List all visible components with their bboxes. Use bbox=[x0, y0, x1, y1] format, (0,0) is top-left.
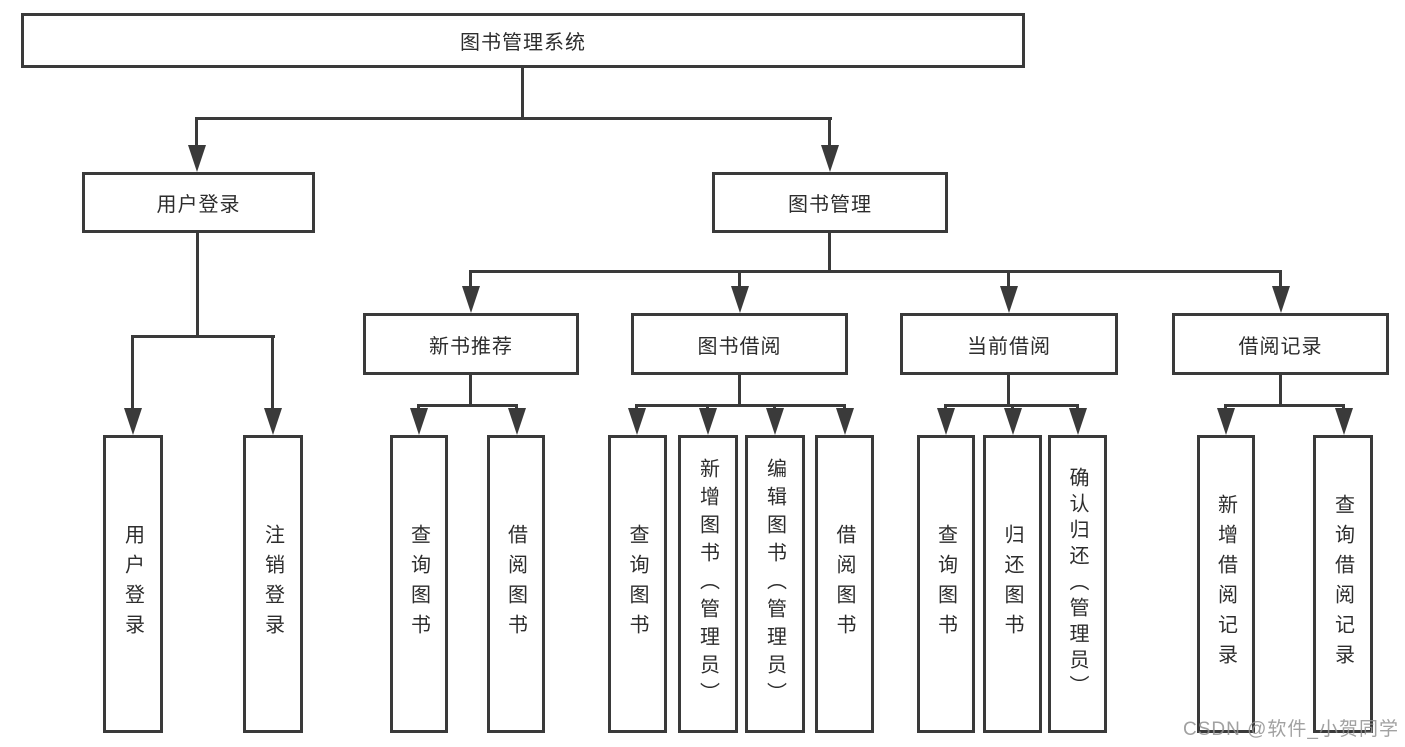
arrow-down-icon bbox=[1069, 408, 1087, 435]
connector-br-branch bbox=[1224, 404, 1345, 407]
arrow-down-icon bbox=[836, 408, 854, 435]
leaf-br-add-record: 新增借阅记录 bbox=[1197, 435, 1255, 733]
connector-stem-current-borrow bbox=[1007, 270, 1010, 288]
arrow-down-icon bbox=[766, 408, 784, 435]
arrow-down-icon bbox=[410, 408, 428, 435]
connector-stem-new-book-rec bbox=[469, 270, 472, 288]
connector-book-mgmt-branch bbox=[469, 270, 1282, 273]
arrow-down-icon bbox=[1000, 286, 1018, 313]
arrow-down-icon bbox=[937, 408, 955, 435]
connector-book-mgmt-stub bbox=[828, 233, 831, 273]
arrow-down-icon bbox=[731, 286, 749, 313]
connector-stem-book-borrow bbox=[738, 270, 741, 288]
connector-root-branch bbox=[195, 117, 832, 120]
connector-user-login-branch bbox=[131, 335, 275, 338]
node-current-borrowing: 当前借阅 bbox=[900, 313, 1118, 375]
connector-root-stub bbox=[521, 68, 524, 119]
arrow-down-icon bbox=[1004, 408, 1022, 435]
connector-stem-book-mgmt bbox=[828, 117, 831, 147]
arrow-down-icon bbox=[508, 408, 526, 435]
node-book-borrowing: 图书借阅 bbox=[631, 313, 848, 375]
node-book-management: 图书管理 bbox=[712, 172, 948, 233]
leaf-nr-borrow-books: 借阅图书 bbox=[487, 435, 545, 733]
connector-br-stub bbox=[1279, 375, 1282, 407]
node-user-login: 用户登录 bbox=[82, 172, 315, 233]
arrow-down-icon bbox=[124, 408, 142, 435]
connector-nr-branch bbox=[417, 404, 518, 407]
connector-stem-borrow-records bbox=[1279, 270, 1282, 288]
leaf-user-login: 用户登录 bbox=[103, 435, 163, 733]
arrow-down-icon bbox=[188, 145, 206, 172]
leaf-bb-query-books: 查询图书 bbox=[608, 435, 667, 733]
node-borrowing-records: 借阅记录 bbox=[1172, 313, 1389, 375]
connector-nr-stub bbox=[469, 375, 472, 407]
node-root: 图书管理系统 bbox=[21, 13, 1025, 68]
connector-stem-user-login bbox=[195, 117, 198, 147]
arrow-down-icon bbox=[1335, 408, 1353, 435]
leaf-cb-confirm-return-admin: 确认归还（管理员） bbox=[1048, 435, 1107, 733]
arrow-down-icon bbox=[699, 408, 717, 435]
leaf-cb-return-books: 归还图书 bbox=[983, 435, 1042, 733]
arrow-down-icon bbox=[821, 145, 839, 172]
connector-cb-stub bbox=[1007, 375, 1010, 407]
arrow-down-icon bbox=[264, 408, 282, 435]
connector-user-login-stub bbox=[196, 233, 199, 338]
arrow-down-icon bbox=[1272, 286, 1290, 313]
arrow-down-icon bbox=[462, 286, 480, 313]
leaf-logout: 注销登录 bbox=[243, 435, 303, 733]
leaf-br-query-record: 查询借阅记录 bbox=[1313, 435, 1373, 733]
leaf-bb-add-books-admin: 新增图书（管理员） bbox=[678, 435, 738, 733]
node-new-book-recommend: 新书推荐 bbox=[363, 313, 579, 375]
connector-bb-branch bbox=[635, 404, 846, 407]
leaf-cb-query-books: 查询图书 bbox=[917, 435, 975, 733]
arrow-down-icon bbox=[1217, 408, 1235, 435]
connector-stem-ul-login bbox=[131, 335, 134, 411]
watermark-text: CSDN @软件_小贺同学 bbox=[1183, 719, 1399, 740]
leaf-bb-edit-books-admin: 编辑图书（管理员） bbox=[745, 435, 805, 733]
leaf-nr-query-books: 查询图书 bbox=[390, 435, 448, 733]
connector-stem-ul-logout bbox=[271, 335, 274, 411]
leaf-bb-borrow-books: 借阅图书 bbox=[815, 435, 874, 733]
arrow-down-icon bbox=[628, 408, 646, 435]
connector-bb-stub bbox=[738, 375, 741, 407]
